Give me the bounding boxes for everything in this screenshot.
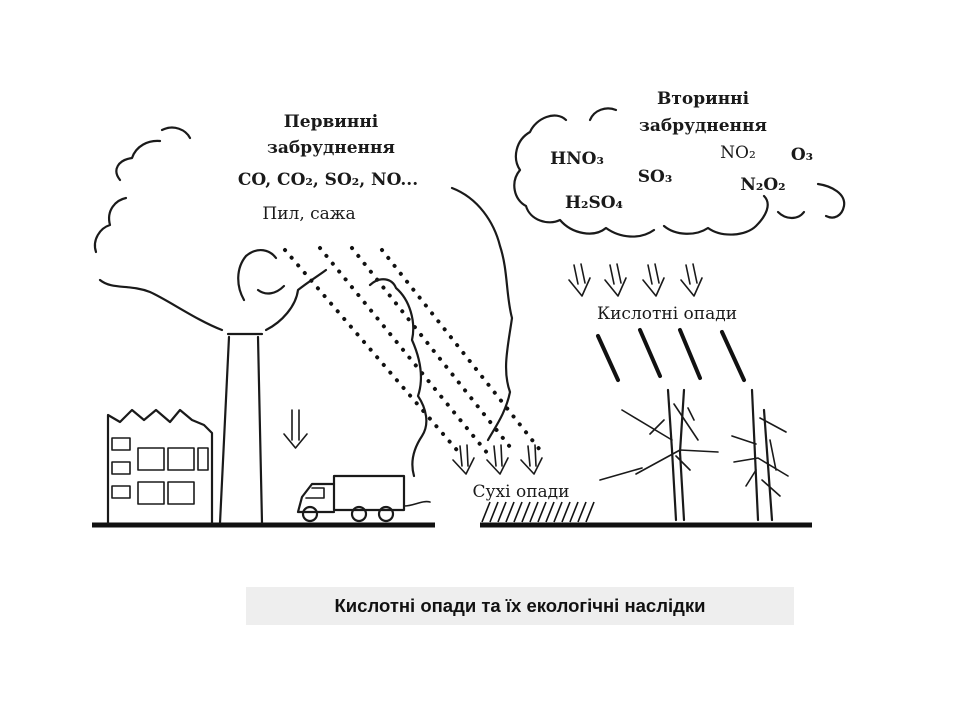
no2-label: NO₂ (720, 143, 756, 163)
acid-rain-label: Кислотні опади (597, 304, 737, 324)
secondary-title-line1: Вторинні (657, 89, 750, 109)
primary-gases-label: CO, CO₂, SO₂, NO... (238, 170, 418, 190)
primary-title-line2: забруднення (267, 138, 395, 158)
dry-deposition-label: Сухі опади (473, 482, 570, 502)
hno3-label: HNO₃ (550, 149, 604, 169)
secondary-cloud (513, 107, 846, 238)
caption-text: Кислотні опади та їх екологічні наслідки (334, 595, 706, 616)
so3-label: SO₃ (638, 167, 673, 187)
n2o2-label: N₂O₂ (740, 175, 785, 195)
dead-tree-left (599, 388, 719, 522)
primary-title-line1: Первинні (284, 112, 379, 132)
h2so4-label: H₂SO₄ (565, 193, 623, 213)
acid-rain-arrows (568, 263, 703, 297)
factory (106, 408, 214, 525)
dust-label: Пил, сажа (262, 204, 355, 224)
fallout-lines (283, 246, 542, 458)
caption-bar: Кислотні опади та їх екологічні наслідки (246, 587, 794, 625)
o3-label: O₃ (791, 145, 813, 165)
secondary-title-line2: забруднення (639, 116, 767, 136)
dry-deposition-arrows (452, 444, 543, 475)
smoke-plume (93, 126, 328, 332)
dead-tree-right (731, 388, 789, 522)
rain-streaks (596, 328, 746, 382)
plume-boundary (368, 186, 514, 478)
truck-icon (296, 474, 431, 523)
chimney (218, 332, 264, 525)
down-arrow-truck (283, 409, 308, 449)
dry-deposition-hatching (481, 501, 595, 523)
